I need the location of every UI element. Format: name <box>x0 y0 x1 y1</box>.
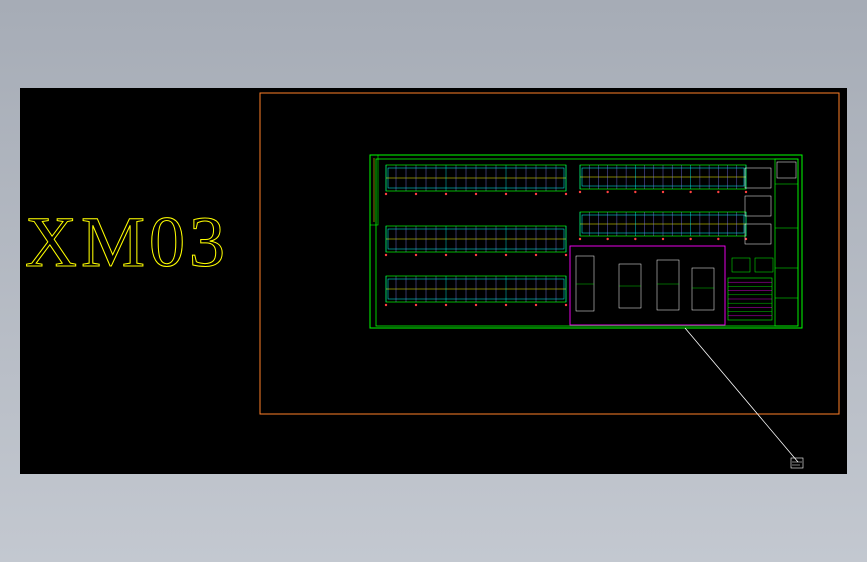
leader-marker[interactable] <box>790 457 804 469</box>
member-schedule-table[interactable] <box>727 277 773 321</box>
layout-viewport-border[interactable] <box>259 92 840 415</box>
cad-model-viewport[interactable]: XM03 <box>20 88 847 474</box>
sheet-side-strip <box>369 154 379 226</box>
sheet-inner-frame <box>375 158 799 327</box>
sheet-outer-frame <box>369 154 803 329</box>
structural-grid-ticks <box>384 165 748 307</box>
title-block[interactable] <box>774 158 799 327</box>
drawing-label: XM03 <box>25 202 229 282</box>
connection-details[interactable] <box>731 167 774 273</box>
detail-frames[interactable] <box>575 255 715 312</box>
drawing-sheet[interactable] <box>369 154 803 329</box>
leader-line <box>684 327 799 463</box>
detail-region-box[interactable] <box>569 245 726 326</box>
cad-canvas[interactable]: XM03 <box>20 88 847 474</box>
